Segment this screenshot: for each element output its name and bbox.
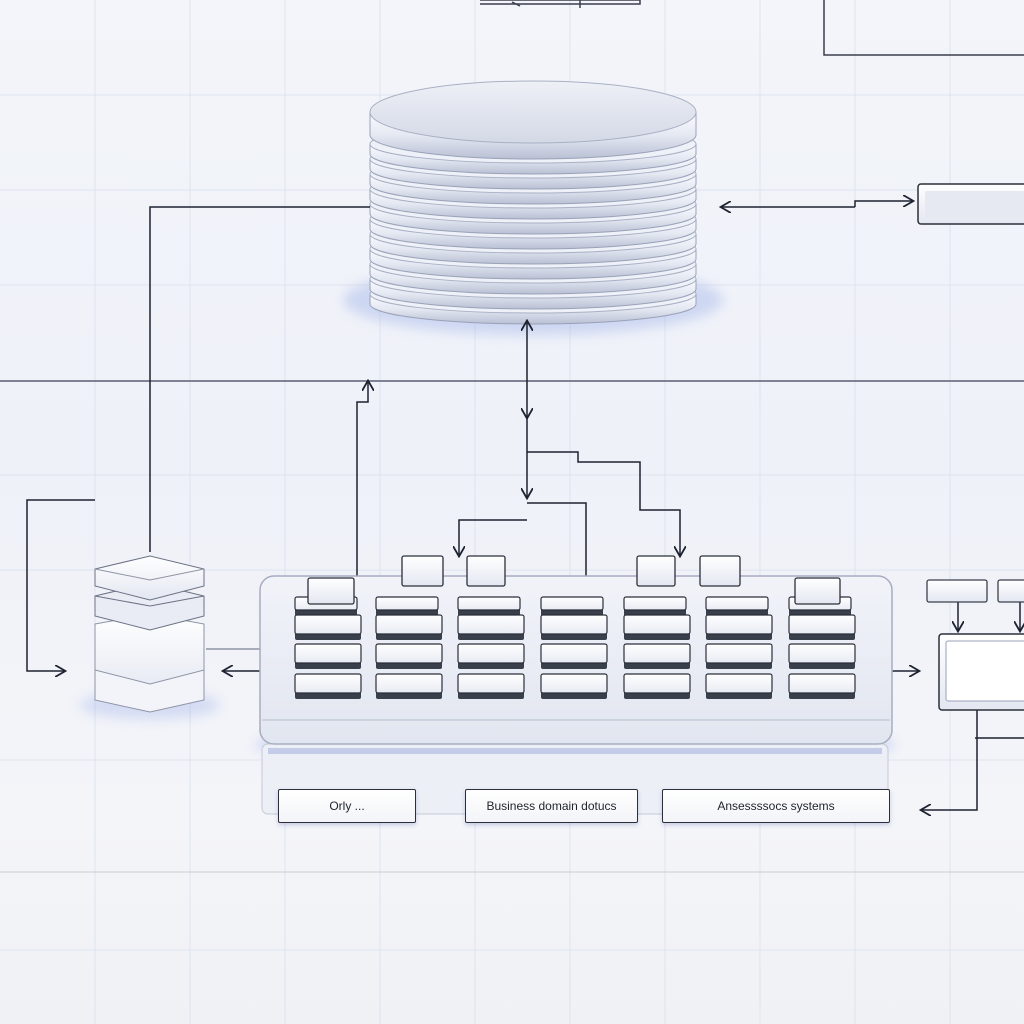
top-tab[interactable] <box>699 555 741 587</box>
top-tab[interactable] <box>794 577 841 605</box>
grid-key[interactable] <box>457 596 521 616</box>
grid-key[interactable] <box>375 673 443 699</box>
grid-key[interactable] <box>788 614 856 640</box>
grid-key[interactable] <box>623 673 691 699</box>
grid-key[interactable] <box>294 673 362 699</box>
grid-key[interactable] <box>294 643 362 669</box>
grid-key[interactable] <box>540 673 608 699</box>
label-only: Orly ... <box>278 789 416 823</box>
grid-key[interactable] <box>540 596 604 616</box>
right-box-connector <box>854 201 912 207</box>
branch-left <box>459 519 527 555</box>
key-grid-platform[interactable] <box>255 555 895 815</box>
server-stack[interactable] <box>80 555 220 719</box>
grid-key[interactable] <box>375 643 443 669</box>
grid-key[interactable] <box>457 643 525 669</box>
grid-key[interactable] <box>788 643 856 669</box>
database-cylinder[interactable] <box>343 80 723 335</box>
panel-down <box>922 708 978 810</box>
platform-up-arrow <box>356 382 368 578</box>
grid-key[interactable] <box>705 596 769 616</box>
grid-key[interactable] <box>540 643 608 669</box>
top-tab[interactable] <box>401 555 444 587</box>
db-left-connector <box>149 206 370 552</box>
grid-key[interactable] <box>705 673 773 699</box>
top-tab[interactable] <box>307 577 355 605</box>
top-partial-connectors <box>480 0 1024 56</box>
grid-key[interactable] <box>705 614 773 640</box>
branch-top <box>527 451 680 555</box>
output-box-top[interactable] <box>917 183 1024 225</box>
grid-key[interactable] <box>375 596 439 616</box>
top-tabs <box>307 555 841 605</box>
grid-key[interactable] <box>623 643 691 669</box>
output-panel[interactable] <box>926 579 1024 711</box>
grid-key[interactable] <box>375 614 443 640</box>
grid-key[interactable] <box>623 614 691 640</box>
database-top <box>369 80 697 144</box>
grid-key[interactable] <box>457 673 525 699</box>
label-assessment-systems: Ansessssocs systems <box>662 789 890 823</box>
database-disks <box>369 80 697 325</box>
key-grid <box>294 596 856 699</box>
grid-key[interactable] <box>457 614 525 640</box>
grid-key[interactable] <box>623 596 687 616</box>
left-loop <box>26 499 95 671</box>
grid-key[interactable] <box>788 673 856 699</box>
grid-key[interactable] <box>540 614 608 640</box>
top-tab[interactable] <box>636 555 676 587</box>
top-tab[interactable] <box>466 555 506 587</box>
grid-key[interactable] <box>294 614 362 640</box>
label-business-domain: Business domain dotucs <box>465 789 638 823</box>
grid-key[interactable] <box>705 643 773 669</box>
